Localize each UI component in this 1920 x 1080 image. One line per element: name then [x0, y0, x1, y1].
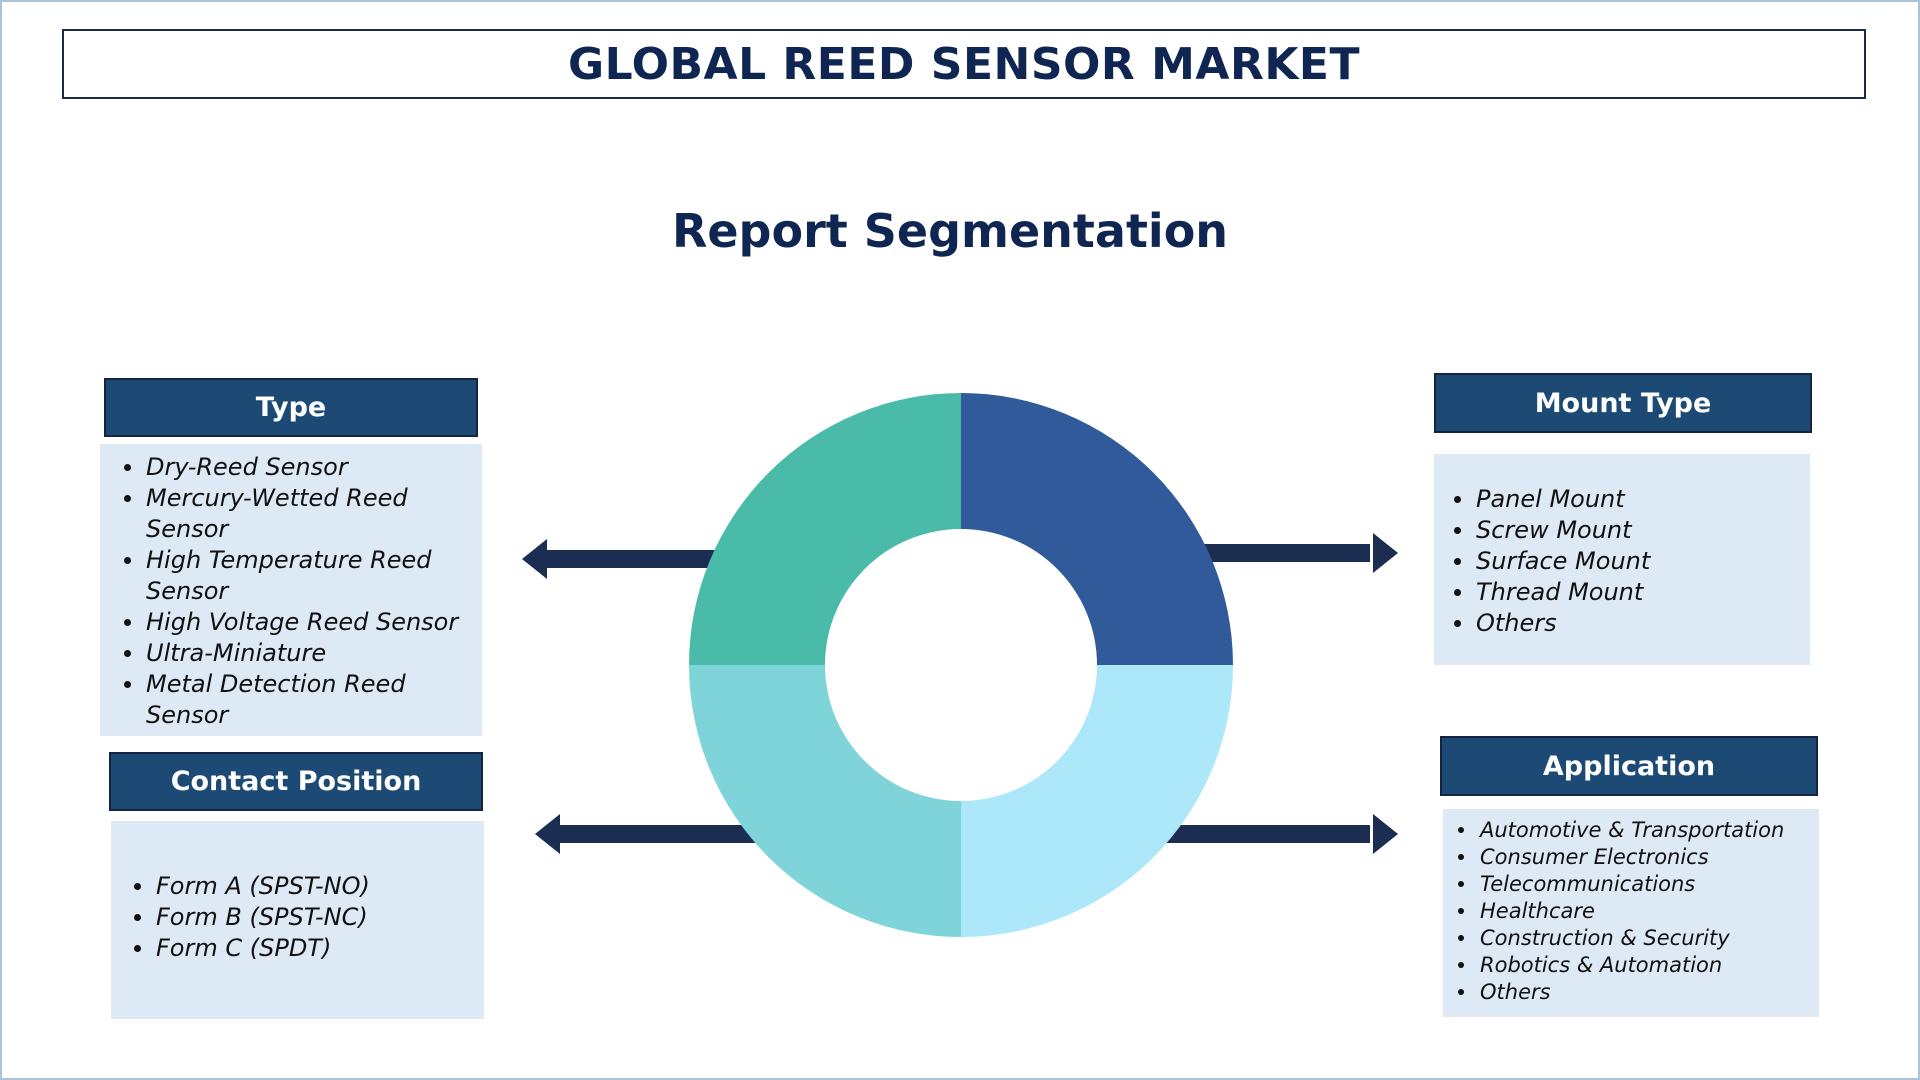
page-title: GLOBAL REED SENSOR MARKET — [567, 38, 1361, 90]
mount-type-list: Panel Mount Screw Mount Surface Mount Th… — [1452, 484, 1800, 639]
list-item: Others — [1456, 979, 1809, 1006]
list-item: Form C (SPDT) — [132, 933, 474, 964]
type-title: Type — [255, 392, 327, 423]
application-list-box: Automotive & Transportation Consumer Ele… — [1443, 809, 1819, 1017]
contact-position-list-box: Form A (SPST-NO) Form B (SPST-NC) Form C… — [111, 821, 484, 1019]
type-list: Dry-Reed Sensor Mercury-Wetted Reed Sens… — [122, 452, 472, 731]
list-item: Mercury-Wetted Reed Sensor — [122, 483, 472, 545]
list-item: Robotics & Automation — [1456, 952, 1809, 979]
contact-position-title: Contact Position — [170, 766, 422, 797]
application-title: Application — [1542, 750, 1716, 782]
contact-position-header: Contact Position — [109, 752, 483, 811]
list-item: Healthcare — [1456, 898, 1809, 925]
list-item: Others — [1452, 608, 1800, 639]
application-header: Application — [1440, 736, 1818, 796]
list-item: Metal Detection Reed Sensor — [122, 669, 472, 731]
list-item: Automotive & Transportation — [1456, 817, 1809, 844]
list-item: High Temperature Reed Sensor — [122, 545, 472, 607]
list-item: Form A (SPST-NO) — [132, 871, 474, 902]
list-item: Consumer Electronics — [1456, 844, 1809, 871]
list-item: High Voltage Reed Sensor — [122, 607, 472, 638]
mount-type-title: Mount Type — [1534, 387, 1712, 419]
section-subtitle: Report Segmentation — [671, 204, 1229, 258]
type-list-box: Dry-Reed Sensor Mercury-Wetted Reed Sens… — [100, 444, 482, 736]
list-item: Thread Mount — [1452, 577, 1800, 608]
list-item: Form B (SPST-NC) — [132, 902, 474, 933]
mount-type-list-box: Panel Mount Screw Mount Surface Mount Th… — [1434, 454, 1810, 665]
list-item: Telecommunications — [1456, 871, 1809, 898]
list-item: Ultra-Miniature — [122, 638, 472, 669]
list-item: Screw Mount — [1452, 515, 1800, 546]
contact-position-list: Form A (SPST-NO) Form B (SPST-NC) Form C… — [132, 871, 474, 964]
list-item: Surface Mount — [1452, 546, 1800, 577]
list-item: Construction & Security — [1456, 925, 1809, 952]
list-item: Panel Mount — [1452, 484, 1800, 515]
application-list: Automotive & Transportation Consumer Ele… — [1456, 817, 1809, 1006]
title-banner: GLOBAL REED SENSOR MARKET — [62, 29, 1866, 99]
list-item: Dry-Reed Sensor — [122, 452, 472, 483]
type-header: Type — [104, 378, 478, 437]
mount-type-header: Mount Type — [1434, 373, 1812, 433]
